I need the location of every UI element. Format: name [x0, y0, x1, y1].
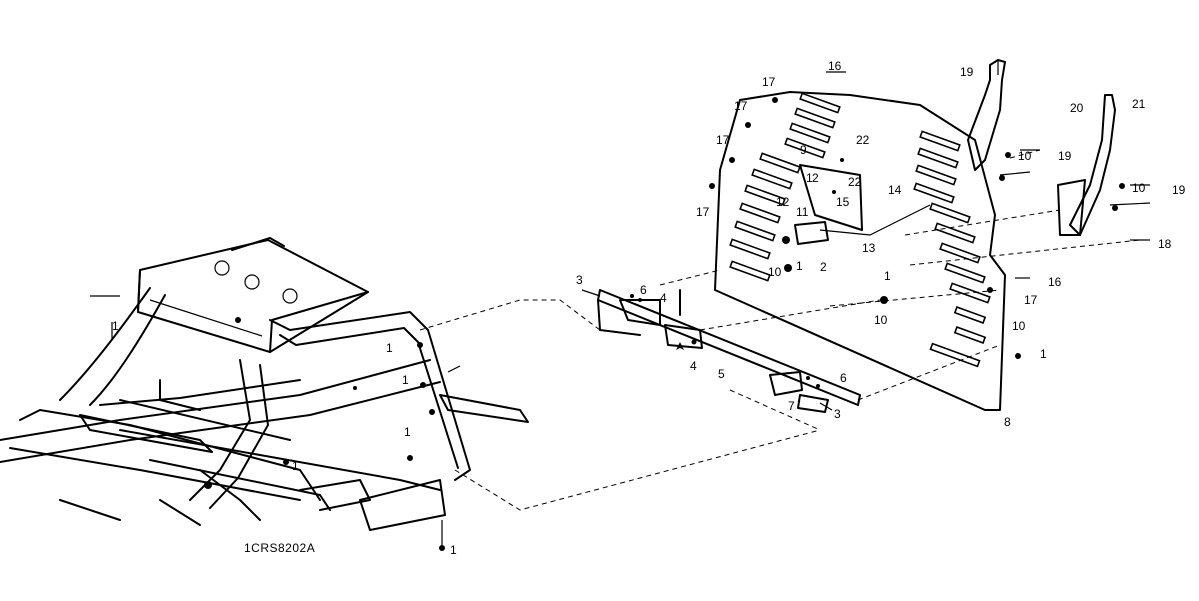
callout-1: 1 [292, 459, 299, 473]
callout-14: 14 [888, 183, 902, 197]
callout-10: 10 [1132, 181, 1146, 195]
callout-4: 4 [660, 291, 667, 305]
callout-10: 10 [1012, 319, 1026, 333]
back-plate-assembly [709, 71, 1151, 411]
callout-8: 8 [1004, 415, 1011, 429]
callout-22: 22 [856, 133, 870, 147]
callout-21: 21 [1132, 97, 1146, 111]
mounting-bar-assembly [581, 289, 861, 413]
tractor-frame-assembly [0, 237, 529, 551]
callout-10: 10 [1018, 149, 1032, 163]
callout-18: 18 [1158, 237, 1172, 251]
callout-1: 1 [450, 543, 457, 557]
callout-5: 5 [718, 367, 725, 381]
callout-6: 6 [840, 371, 847, 385]
callout-labels: 1 1 1 1 1 1 1 1 1 1 2 2 3 3 4 4 5 6 6 7 … [112, 59, 1186, 557]
callout-4: 4 [690, 359, 697, 373]
callout-9: 9 [800, 143, 807, 157]
callout-1: 1 [1040, 347, 1047, 361]
callout-13: 13 [862, 241, 876, 255]
callout-1: 1 [404, 425, 411, 439]
callout-19: 19 [960, 65, 974, 79]
callout-3: 3 [576, 273, 583, 287]
callout-20: 20 [1070, 101, 1084, 115]
callout-10: 10 [768, 265, 782, 279]
callout-12: 12 [776, 195, 790, 209]
callout-17: 17 [762, 75, 776, 89]
callout-11: 11 [796, 205, 809, 219]
callout-1: 1 [884, 269, 891, 283]
callout-7: 7 [788, 399, 795, 413]
callout-1: 1 [806, 171, 813, 185]
callout-1: 1 [796, 259, 803, 273]
callout-19: 19 [1172, 183, 1186, 197]
callout-3: 3 [834, 407, 841, 421]
callout-19: 19 [1058, 149, 1072, 163]
callout-2: 2 [820, 260, 827, 274]
callout-17: 17 [696, 205, 710, 219]
callout-1: 1 [386, 341, 393, 355]
callout-17: 17 [734, 99, 748, 113]
callout-16: 16 [828, 59, 842, 73]
callout-10: 10 [874, 313, 888, 327]
callout-17: 17 [716, 133, 730, 147]
callout-22: 22 [848, 175, 862, 189]
callout-6: 6 [640, 283, 647, 297]
callout-17: 17 [1024, 293, 1038, 307]
callout-1: 1 [112, 319, 119, 333]
callout-2: 2 [812, 171, 819, 185]
callout-15: 15 [836, 195, 850, 209]
support-arms [967, 59, 1125, 236]
drawing-id: 1CRS8202A [244, 541, 315, 555]
callout-16: 16 [1048, 275, 1062, 289]
callout-1: 1 [402, 373, 409, 387]
assembly-lines [419, 149, 1141, 511]
